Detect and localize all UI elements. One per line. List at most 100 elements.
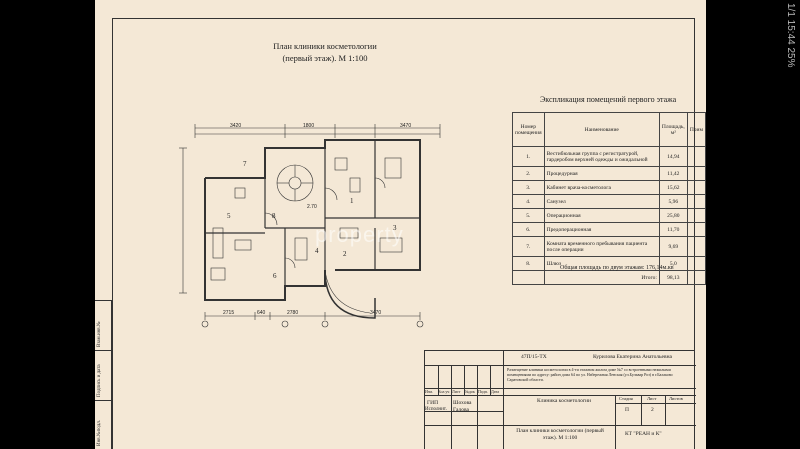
cell-empty	[512, 270, 545, 285]
side-cell-text: Подпись и дата	[97, 364, 102, 397]
stamp-col-label: Изм.	[425, 389, 433, 394]
cell-note	[686, 208, 706, 223]
dim-top-1: 3420	[230, 123, 241, 129]
stamp-line	[464, 365, 465, 396]
sheet-name: План клиники косметологии (первый этаж).…	[516, 428, 604, 441]
stamp-line	[477, 395, 478, 449]
cell-note	[686, 256, 706, 271]
cell-note	[686, 194, 706, 209]
total-label: Итого:	[543, 270, 660, 285]
person-name: Галова	[453, 407, 469, 413]
cell-note	[686, 146, 706, 167]
stamp-line	[425, 365, 696, 366]
header-note: Прим	[686, 112, 706, 147]
doc-code: 47П/15-ТХ	[521, 354, 547, 360]
cell-name: Процедурная	[543, 166, 660, 181]
side-cell-3: Инв.№подл.	[95, 400, 112, 449]
watermark: property	[315, 222, 404, 247]
table-row: 1.Вестибюльная группа с регистратурой, г…	[512, 146, 706, 167]
room-number: 6	[273, 272, 277, 280]
cell-area: 9,69	[658, 236, 688, 257]
stamp-line	[425, 388, 696, 389]
role-label: ГИП	[427, 400, 439, 406]
cell-num: 6.	[512, 222, 545, 237]
sheets-label: Листов	[669, 396, 683, 401]
stamp-line	[425, 411, 503, 412]
explication-title: Экспликация помещений первого этажа	[540, 95, 677, 104]
cell-num: 7.	[512, 236, 545, 257]
side-cell-2: Подпись и дата	[95, 350, 112, 400]
organization: КТ "РЕАН и К"	[625, 431, 662, 437]
dim-bottom-3: 2780	[287, 310, 298, 316]
stamp-line	[615, 403, 696, 404]
side-cell-text: Инв.№подл.	[97, 420, 102, 446]
drawing-sheet: Взам.инв.№ Подпись и дата Инв.№подл. Пла…	[95, 0, 706, 449]
title-block: 47П/15-ТХ Курилова Екатерина Анатольевна…	[424, 350, 696, 449]
total-value: 98,13	[658, 270, 688, 285]
side-stamp-strip: Взам.инв.№ Подпись и дата Инв.№подл.	[95, 300, 112, 449]
sheet-value: 2	[651, 407, 654, 413]
stamp-line	[477, 365, 478, 396]
stamp-line	[425, 425, 696, 426]
room-number: 5	[227, 212, 231, 220]
side-cell-text: Взам.инв.№	[97, 321, 102, 347]
plan-title-line1: План клиники косметологии	[273, 41, 377, 51]
stamp-line	[425, 395, 696, 396]
stamp-line	[438, 365, 439, 396]
cell-note	[686, 222, 706, 237]
cell-name: Операционная	[543, 208, 660, 223]
side-cell-1: Взам.инв.№	[95, 300, 112, 350]
dim-bottom-4: 3470	[370, 310, 381, 316]
level-mark: 2.70	[307, 204, 317, 210]
room-number: 4	[315, 247, 319, 255]
cell-name: Комната временного пребывания пациента п…	[543, 236, 660, 257]
role-label: Исполнит.	[425, 407, 447, 412]
cell-num: 5.	[512, 208, 545, 223]
cell-num: 1.	[512, 146, 545, 167]
dim-top-3: 3470	[400, 123, 411, 129]
cell-name: Санузел	[543, 194, 660, 209]
cell-name: Вестибюльная группа с регистратурой, гар…	[543, 146, 660, 167]
plan-title-line2: (первый этаж). М 1:100	[282, 53, 368, 63]
room-number: 8	[272, 212, 276, 220]
cell-num: 8.	[512, 256, 545, 271]
cell-area: 11,42	[658, 166, 688, 181]
cell-num: 2.	[512, 166, 545, 181]
table-total-row: Итого:98,13	[512, 270, 706, 285]
cell-area: 25,80	[658, 208, 688, 223]
cell-note	[686, 236, 706, 257]
room-number: 2	[343, 250, 347, 258]
stamp-col-label: Лист	[452, 389, 461, 394]
cell-name: Предоперационная	[543, 222, 660, 237]
cell-area: 14,94	[658, 146, 688, 167]
header-area: Площадь, м²	[658, 112, 688, 147]
sheet-label: Лист	[647, 396, 657, 401]
cell-num: 3.	[512, 180, 545, 195]
stage-label: Стадия	[619, 396, 633, 401]
dim-top-2: 1800	[303, 123, 314, 129]
cell-note	[686, 270, 706, 285]
viewer-status-text: 1/1 15:44 25%	[785, 3, 796, 68]
header-num: Номер помещения	[512, 112, 545, 147]
room-number: 3	[393, 224, 397, 232]
stamp-line	[641, 395, 642, 425]
cell-note	[686, 180, 706, 195]
stamp-line	[451, 365, 452, 396]
stamp-col-label: Кол.уч	[438, 389, 450, 394]
cell-note	[686, 166, 706, 181]
header-name: Наименование	[543, 112, 660, 147]
person-name: Шохова	[453, 400, 472, 406]
stamp-col-label: №док	[465, 389, 475, 394]
viewer-right-margin	[706, 0, 800, 449]
project-name: Клиника косметологии	[537, 398, 591, 404]
cell-area: 11,70	[658, 222, 688, 237]
plan-title: План клиники косметологии (первый этаж).…	[245, 40, 405, 64]
room-number: 7	[243, 160, 247, 168]
table-header-row: Номер помещения Наименование Площадь, м²…	[512, 112, 706, 147]
dim-bottom-2: 640	[257, 310, 266, 316]
